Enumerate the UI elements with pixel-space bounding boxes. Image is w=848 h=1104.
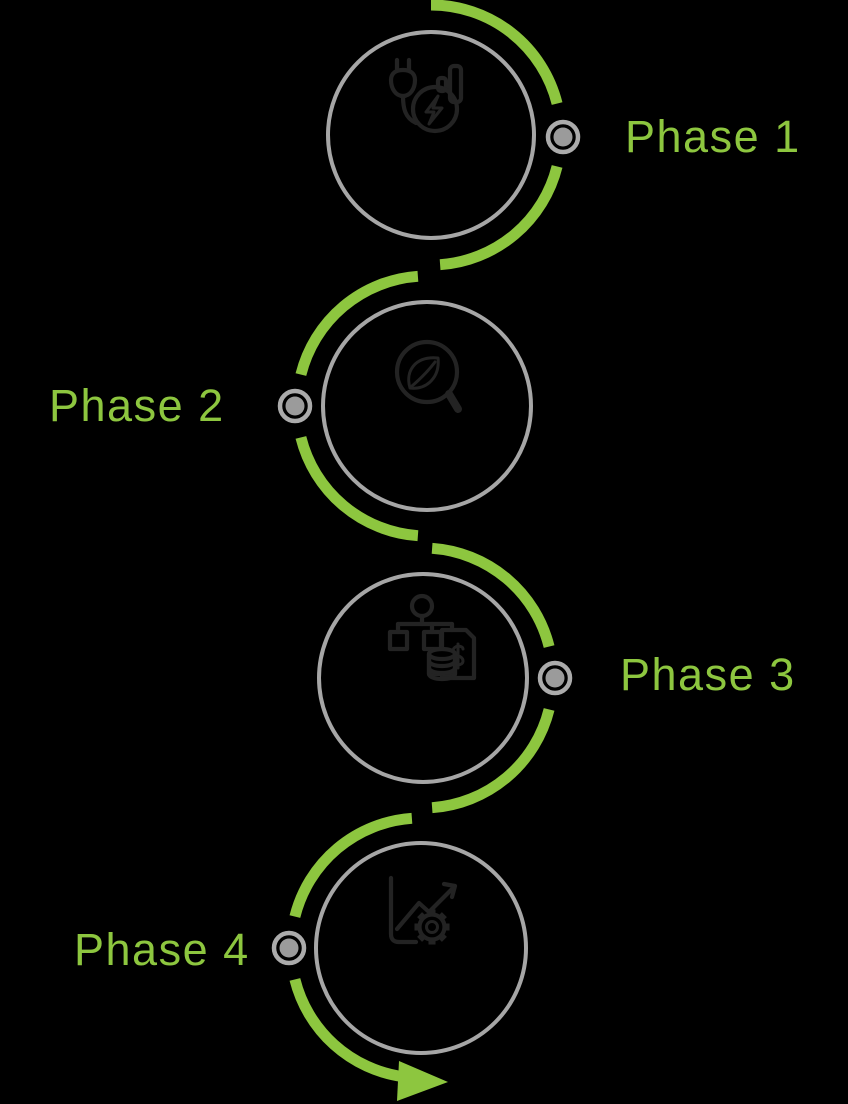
flow-arc-2-lower — [295, 436, 419, 542]
flow-arc-1-upper — [430, 0, 563, 105]
finance-hierarchy-icon — [387, 593, 477, 682]
gear-teeth — [414, 909, 450, 945]
growth-chart-gear-icon — [388, 875, 458, 945]
phase-label-2: Phase 2 — [49, 380, 225, 431]
flow-arc-4-lower — [289, 978, 404, 1083]
phase-marker-3 — [537, 660, 573, 696]
phase-marker-2 — [277, 388, 313, 424]
flow-path — [289, 0, 563, 1101]
phase-label-4: Phase 4 — [74, 924, 250, 975]
phase-marker-4 — [271, 930, 307, 966]
phase-circle-3 — [317, 572, 529, 784]
flow-arc-3-lower — [431, 708, 555, 814]
flow-arc-3-upper — [431, 542, 555, 648]
flow-arrowhead-icon — [397, 1061, 448, 1101]
phase-label-1: Phase 1 — [625, 111, 801, 162]
phase-circle-4 — [314, 841, 528, 1055]
phase-circle-1 — [326, 30, 536, 240]
flow-arc-2-upper — [295, 270, 419, 376]
phase-label-3: Phase 3 — [620, 649, 796, 700]
phase-marker-1 — [545, 119, 581, 155]
leaf-magnifier-icon — [394, 339, 462, 413]
phase-circle-2 — [321, 300, 533, 512]
plug-energy-meter-icon — [388, 57, 464, 134]
flow-arc-1-lower — [439, 165, 563, 271]
flow-arc-4-upper — [289, 812, 413, 918]
